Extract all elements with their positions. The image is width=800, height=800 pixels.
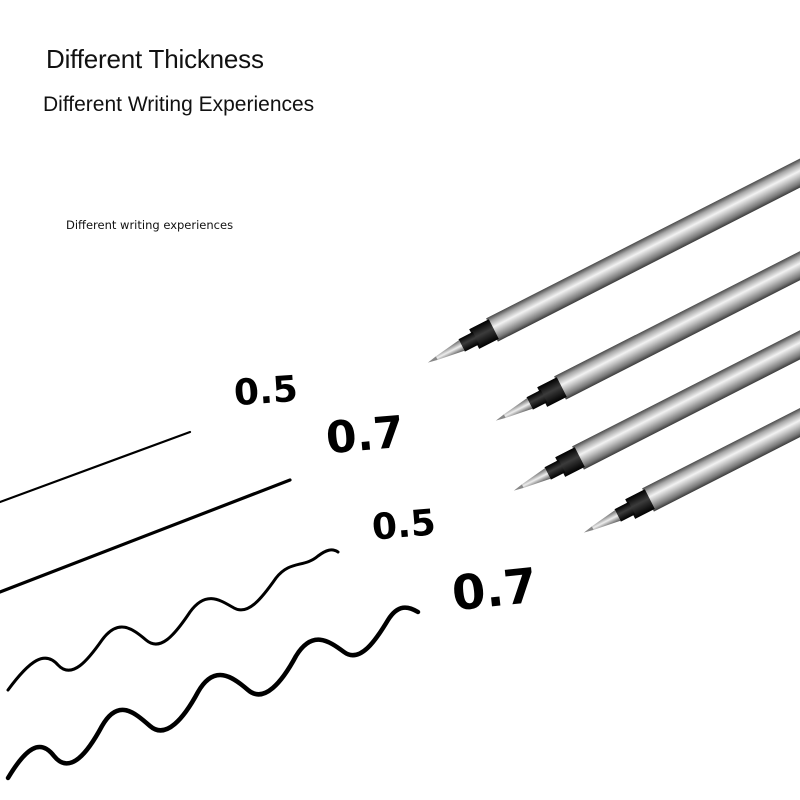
ink-stroke-wavy-05 — [6, 548, 340, 692]
ink-stroke-straight-05 — [0, 430, 192, 504]
ink-stroke-wavy-07 — [5, 605, 421, 781]
pen-refill-1 — [421, 145, 800, 375]
thickness-label-05-straight: 0.5 — [232, 368, 300, 415]
thickness-label-07-wavy: 0.7 — [449, 557, 540, 623]
thickness-label-05-wavy: 0.5 — [370, 502, 438, 549]
page-title: Different Thickness — [46, 44, 264, 74]
ink-stroke-straight-07 — [0, 478, 292, 594]
page-subtitle: Different Writing Experiences — [43, 93, 315, 116]
caption-text: Different writing experiences — [66, 218, 234, 232]
thickness-label-07-straight: 0.7 — [323, 406, 406, 465]
